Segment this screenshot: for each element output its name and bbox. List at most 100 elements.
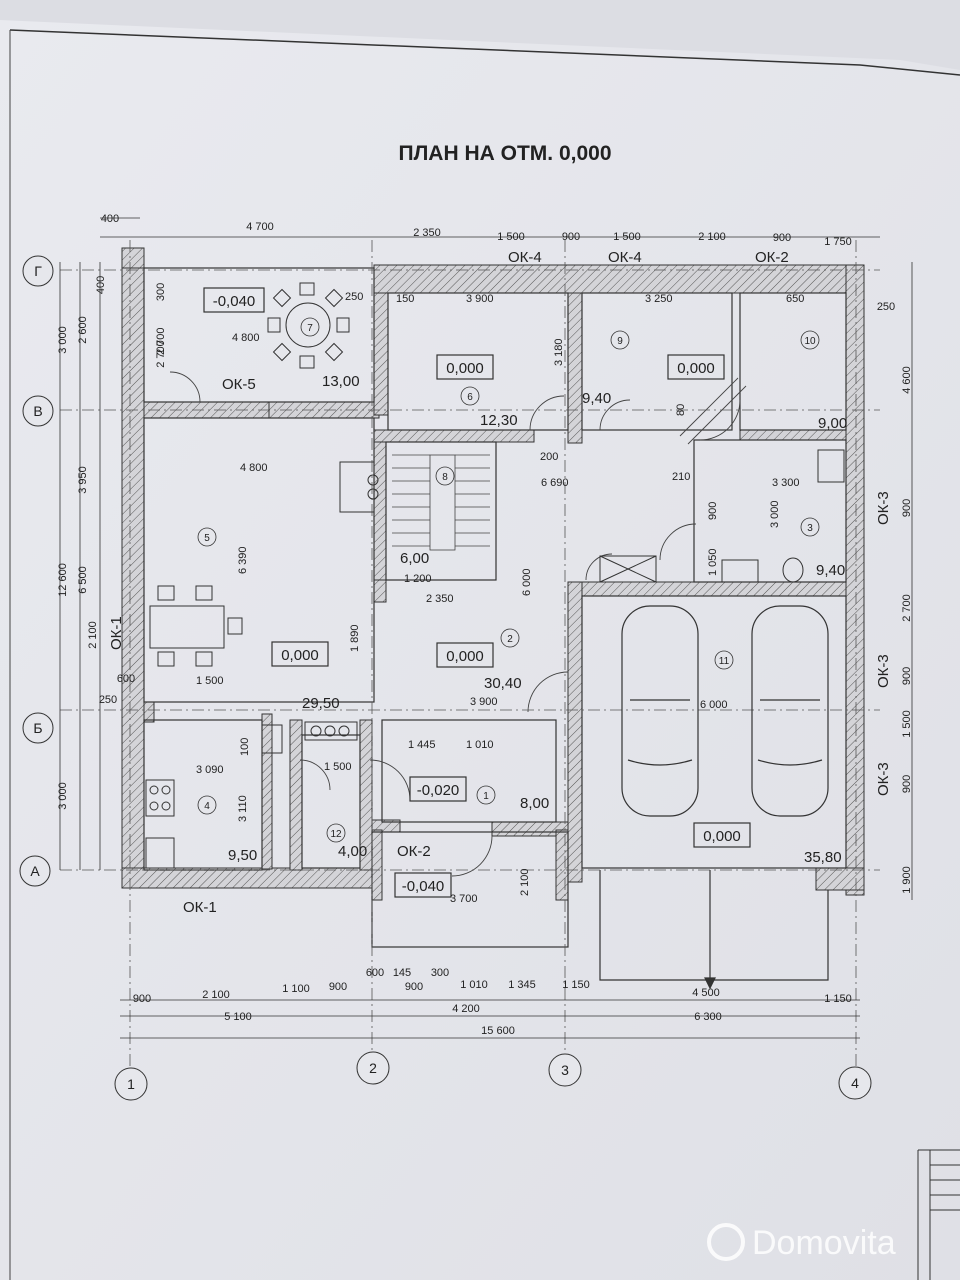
bot-dim-13: 1 150 xyxy=(824,993,852,1005)
level-hall: 0,000 xyxy=(446,648,484,665)
in-dim-o: 6 000 xyxy=(521,568,533,596)
in-dim-b: 2 700 xyxy=(155,327,167,355)
area-room10: 9,00 xyxy=(818,415,847,432)
left-dim-3: 2 600 xyxy=(77,316,89,344)
bot-dim-3: 1 100 xyxy=(282,983,310,995)
window-ok4-a: ОК-4 xyxy=(508,249,542,266)
dining-table-rect xyxy=(149,585,243,667)
area-vestibule: 8,00 xyxy=(520,795,549,812)
room-no-9: 9 xyxy=(617,336,623,347)
title-block xyxy=(917,1149,960,1280)
top-dim-7: 2 100 xyxy=(698,231,726,243)
boiler xyxy=(339,461,379,513)
level-garage: 0,000 xyxy=(703,828,741,845)
top-dim-5: 900 xyxy=(562,231,580,243)
area-labels: 13,00 12,30 9,40 9,00 6,00 9,40 29,50 30… xyxy=(228,373,847,866)
area-room9: 9,40 xyxy=(582,390,611,407)
area-room12: 4,00 xyxy=(338,843,367,860)
area-stairs: 6,00 xyxy=(400,550,429,567)
sheet-frame xyxy=(9,29,960,76)
in-dim-l: 6 690 xyxy=(541,477,569,489)
level-terrace: -0,040 xyxy=(213,293,256,310)
axis-V: В xyxy=(33,403,42,419)
axis-3: 3 xyxy=(561,1062,569,1078)
window-ok2-top: ОК-2 xyxy=(755,249,789,266)
area-kitchen: 9,50 xyxy=(228,847,257,864)
window-ok5: ОК-5 xyxy=(222,376,256,393)
in-dim-aa: 6 000 xyxy=(700,699,728,711)
room-no-10: 10 xyxy=(804,336,816,347)
in-dim-af: 100 xyxy=(239,738,251,756)
stairs xyxy=(392,454,490,551)
in-dim-q: 2 350 xyxy=(426,593,454,605)
left-dim-12: 3 000 xyxy=(57,782,69,810)
window-ok3-c: ОК-3 xyxy=(875,762,892,796)
in-dim-t: 3 110 xyxy=(237,795,249,822)
area-room6: 12,30 xyxy=(480,412,518,429)
room-no-8: 8 xyxy=(442,472,448,483)
in-dim-d: 150 xyxy=(396,293,414,305)
window-ok3-a: ОК-3 xyxy=(875,491,892,525)
left-dim-4: 2 700 xyxy=(155,340,167,368)
window-ok1-left: ОК-1 xyxy=(108,616,125,650)
level-room6: 0,000 xyxy=(446,360,484,377)
window-ok2-bottom: ОК-2 xyxy=(397,843,431,860)
in-dim-w: 1 500 xyxy=(324,761,352,773)
in-dim-e: 3 900 xyxy=(466,293,494,305)
in-dim-ac: 210 xyxy=(672,471,690,483)
plan-title: ПЛАН НА ОТМ. 0,000 xyxy=(398,142,611,165)
right-dim-2: 900 xyxy=(901,499,913,517)
in-dim-z: 3 700 xyxy=(450,893,478,905)
area-hall: 30,40 xyxy=(484,675,522,692)
axis-G: Г xyxy=(34,263,42,279)
bot-dim-11: 1 150 xyxy=(562,979,590,991)
top-dim-9: 1 750 xyxy=(824,236,852,248)
dim-lines xyxy=(59,217,913,1039)
left-dims: 400 3 000 2 600 2 700 300 12 600 3 950 6… xyxy=(57,276,167,810)
window-labels: ОК-4 ОК-4 ОК-2 ОК-5 ОК-2 ОК-1 ОК-1 ОК-3 … xyxy=(108,249,892,916)
left-dim-5: 300 xyxy=(155,283,167,301)
area-garage: 35,80 xyxy=(804,849,842,866)
axis-A: А xyxy=(30,863,40,879)
area-room5: 29,50 xyxy=(302,695,340,712)
bathroom-fixtures xyxy=(599,449,845,583)
in-dim-h: 650 xyxy=(786,293,804,305)
bot-dim-row2-3: 6 300 xyxy=(694,1011,722,1023)
in-dim-x: 3 900 xyxy=(470,696,498,708)
top-dim-4: 1 500 xyxy=(497,231,525,243)
window-ok3-b: ОК-3 xyxy=(875,654,892,688)
watermark-text: Domovita xyxy=(752,1224,896,1262)
in-dim-f: 3 180 xyxy=(553,338,565,366)
in-dim-i: 4 800 xyxy=(240,462,268,474)
room-numbers xyxy=(197,317,820,843)
left-dim-8: 6 500 xyxy=(77,566,89,594)
left-dim-6: 12 600 xyxy=(57,563,69,597)
top-dim-8: 900 xyxy=(773,232,791,244)
room-no-11: 11 xyxy=(719,656,730,667)
level-vestibule: -0,020 xyxy=(417,782,460,799)
room-no-5: 5 xyxy=(204,533,210,544)
left-dim-7: 3 950 xyxy=(77,466,89,494)
axis-B: Б xyxy=(33,720,42,736)
top-dims: 400 4 700 2 350 1 500 900 1 500 2 100 90… xyxy=(101,213,852,248)
room-no-2: 2 xyxy=(507,634,513,645)
in-dim-c: 250 xyxy=(345,291,363,303)
in-dim-k: 1 500 xyxy=(196,675,224,687)
in-dim-u: 1 445 xyxy=(408,739,436,751)
top-dim-6: 1 500 xyxy=(613,231,641,243)
in-dim-y: 2 100 xyxy=(519,868,531,896)
right-dim-7: 1 900 xyxy=(901,866,913,894)
window-ok4-b: ОК-4 xyxy=(608,249,642,266)
bot-dim-9: 1 010 xyxy=(460,979,488,991)
bot-dim-10: 1 345 xyxy=(508,979,536,991)
in-dim-a: 4 800 xyxy=(232,332,260,344)
right-dim-3: 2 700 xyxy=(901,594,913,622)
paper-sheet xyxy=(0,20,960,1280)
axis-1: 1 xyxy=(127,1076,135,1092)
room-no-7: 7 xyxy=(307,323,313,334)
bot-dim-8: 300 xyxy=(431,967,449,979)
bot-dim-12: 4 500 xyxy=(692,987,720,999)
in-dim-ae: 1 050 xyxy=(707,548,719,576)
dining-table-round xyxy=(267,282,350,369)
